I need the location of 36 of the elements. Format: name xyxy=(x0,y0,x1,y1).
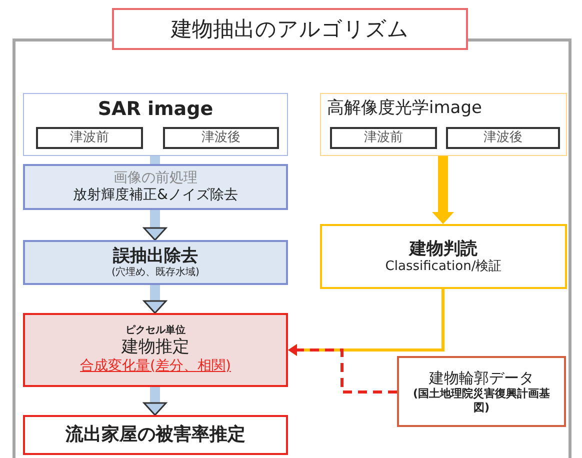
process-heading: 建物推定 xyxy=(122,337,190,358)
process-heading: 建物判読 xyxy=(410,238,478,259)
process-text: 合成変化量(差分、相関) xyxy=(80,358,231,375)
result-box xyxy=(23,415,288,455)
arrow xyxy=(288,344,397,394)
box-label: 津波前 xyxy=(70,130,109,146)
tab-box xyxy=(330,127,437,149)
process-box xyxy=(23,240,288,285)
result-text: 流出家屋の被害率推定 xyxy=(66,424,246,446)
panel-heading: SAR image xyxy=(98,98,214,121)
process-text: Classification/検証 xyxy=(385,258,502,274)
box-label: 津波後 xyxy=(202,130,240,146)
input-panel xyxy=(23,93,288,156)
box-label: 津波前 xyxy=(364,130,403,146)
arrow xyxy=(143,210,167,241)
process-text: 放射輝度補正&ノイズ除去 xyxy=(73,187,238,204)
data-note: (国土地理院災害復興計画基図) xyxy=(412,387,552,414)
arrow xyxy=(432,156,454,224)
process-box xyxy=(23,164,288,210)
process-heading: 画像の前処理 xyxy=(114,170,198,187)
process-box xyxy=(23,313,288,387)
process-box xyxy=(320,224,567,289)
data-box xyxy=(397,356,566,427)
tab-box xyxy=(36,127,143,149)
arrow xyxy=(143,285,167,314)
input-panel xyxy=(320,93,567,156)
process-note: ピクセル単位 xyxy=(126,325,186,338)
process-heading: 誤抽出除去 xyxy=(113,246,198,266)
tab-box xyxy=(163,127,279,149)
tab-box xyxy=(446,127,560,149)
process-note: (穴埋め、既存水域) xyxy=(112,266,200,279)
box-label: 津波後 xyxy=(484,130,522,146)
title-box: 建物抽出のアルゴリズム xyxy=(112,8,468,50)
arrow xyxy=(143,387,167,416)
data-heading: 建物輪郭データ xyxy=(429,369,534,388)
panel-heading: 高解像度光学image xyxy=(327,98,482,118)
